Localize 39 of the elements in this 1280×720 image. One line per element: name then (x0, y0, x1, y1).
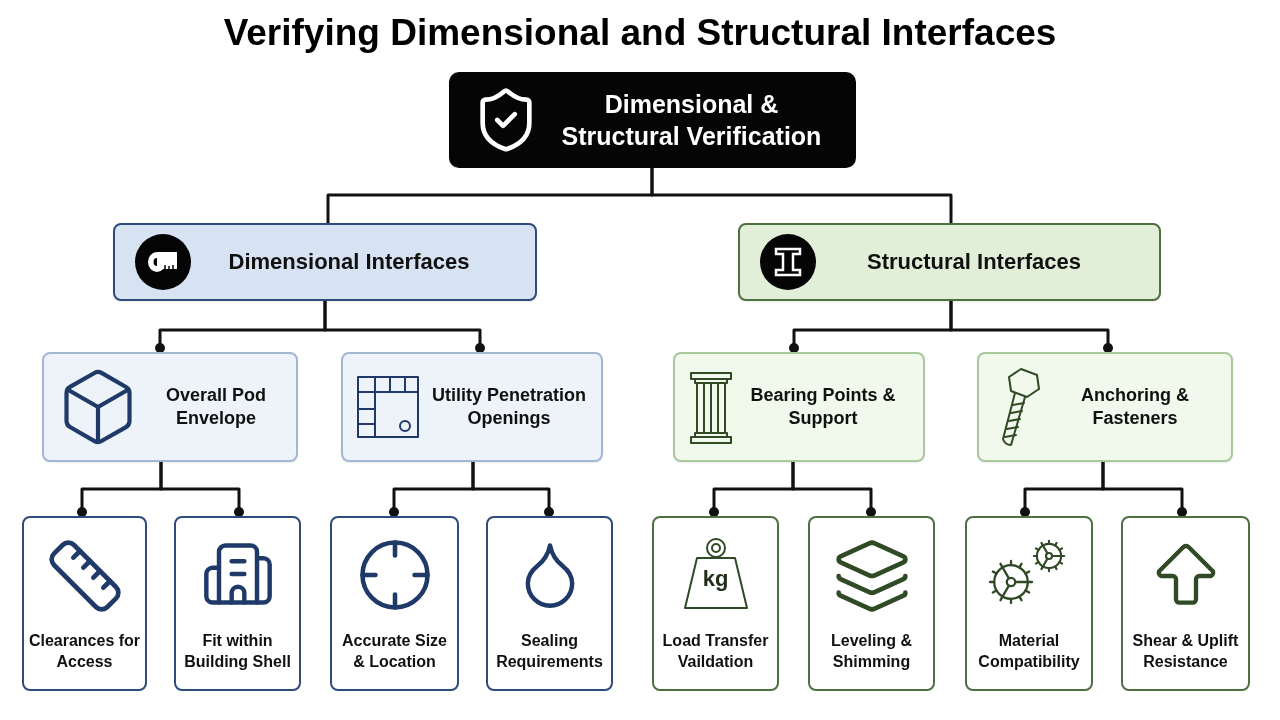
node-label: Material Compatibility (977, 631, 1081, 673)
group-box (341, 352, 603, 462)
group-box (42, 352, 298, 462)
item-card (808, 516, 935, 691)
item-card (1121, 516, 1250, 691)
connector-line (949, 301, 1113, 353)
node-label: Anchoring & Fasteners (1080, 383, 1190, 430)
title-box (449, 72, 856, 168)
item-card (330, 516, 459, 691)
category-box (113, 223, 537, 301)
connector-line (650, 168, 953, 223)
node-label: Dimensional Interfaces (227, 247, 471, 276)
node-label: Utility Penetration Openings (431, 383, 587, 430)
node-label: Sealing Requirements (495, 631, 604, 673)
connector-line (159, 462, 244, 517)
item-card (174, 516, 301, 691)
connector-line (791, 462, 876, 517)
weight-label: kg (701, 566, 730, 592)
connector-line (471, 462, 554, 517)
node-label: Leveling & Shimming (830, 631, 913, 673)
group-box (673, 352, 925, 462)
group-box (977, 352, 1233, 462)
node-label: Structural Interfaces (866, 247, 1082, 276)
item-card (486, 516, 613, 691)
node-label: Load Transfer Vaildation (661, 631, 770, 673)
connector-line (323, 301, 485, 353)
category-box (738, 223, 1161, 301)
node-label: Clearances for Access (28, 631, 141, 673)
node-label: Shear & Uplift Resistance (1131, 631, 1240, 673)
node-label: Dimensional & Structural Verification (560, 88, 823, 152)
item-card (22, 516, 147, 691)
item-card (652, 516, 779, 691)
diagram-title: Verifying Dimensional and Structural Interfaces (222, 12, 1058, 54)
connector-line (1101, 462, 1187, 517)
node-label: Accurate Size & Location (341, 631, 448, 673)
node-label: Fit within Building Shell (183, 631, 292, 673)
node-label: Bearing Points & Support (749, 383, 897, 430)
node-label: Overall Pod Envelope (164, 383, 267, 430)
item-card (965, 516, 1093, 691)
